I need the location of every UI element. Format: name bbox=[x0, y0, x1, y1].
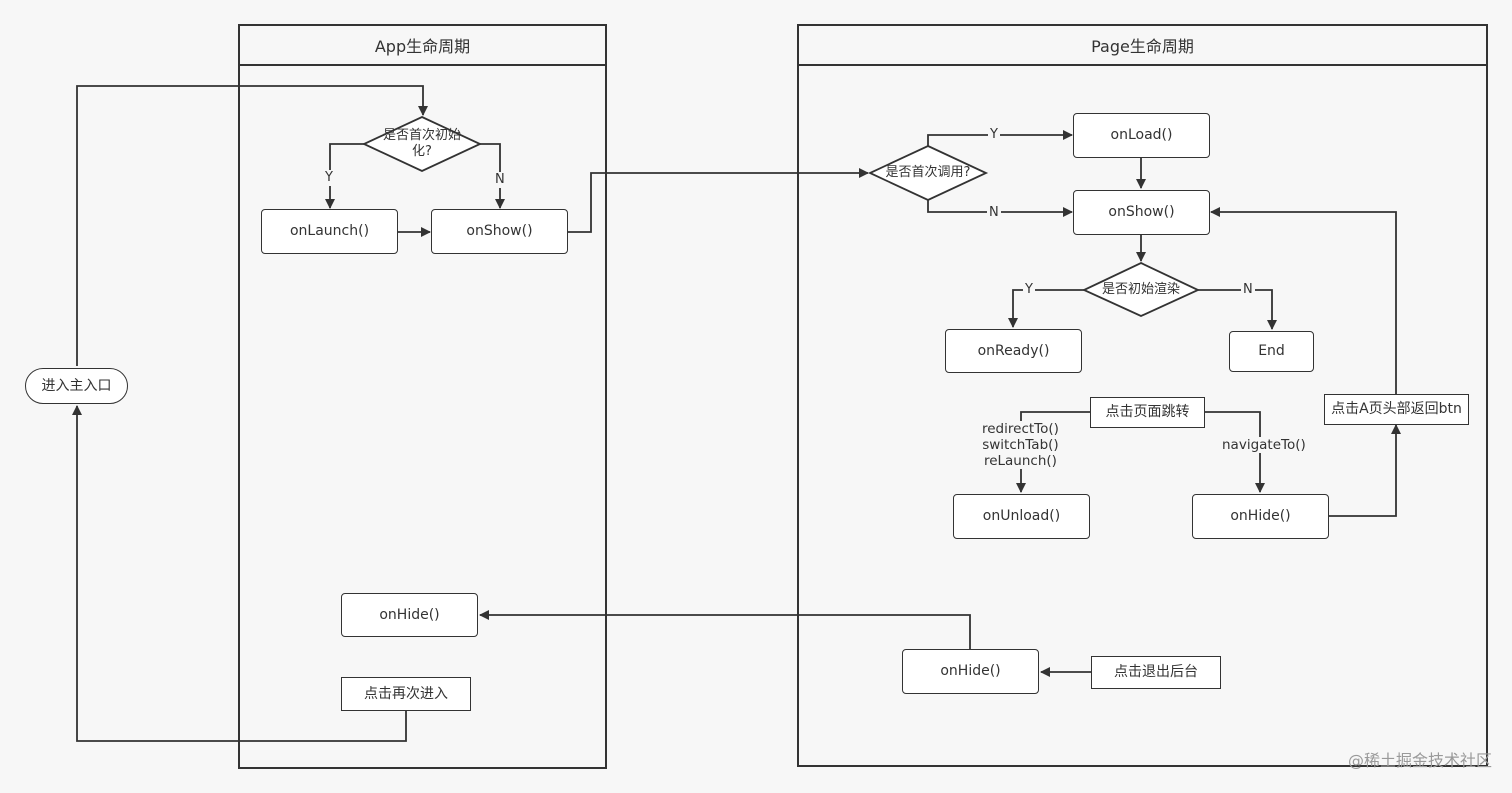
page-first-call-yes-label: Y bbox=[988, 127, 1000, 143]
reenter-to-entry-edge bbox=[72, 405, 407, 742]
page-onhide-navigate-node: onHide() bbox=[1192, 494, 1329, 539]
page-onunload-node: onUnload() bbox=[953, 494, 1090, 539]
click-exit-background-node: 点击退出后台 bbox=[1091, 656, 1221, 689]
page-onready-node: onReady() bbox=[945, 329, 1082, 373]
page-decision-yes-edge bbox=[927, 130, 1073, 146]
app-onhide-node: onHide() bbox=[341, 593, 478, 637]
app-onlaunch-node: onLaunch() bbox=[261, 209, 398, 254]
app-lane-title: App生命周期 bbox=[240, 26, 605, 66]
app-onshow-to-page-decision-edge bbox=[568, 168, 869, 233]
app-onshow-node: onShow() bbox=[431, 209, 568, 254]
render-yes-edge bbox=[1008, 289, 1084, 328]
entry-to-app-decision-edge bbox=[76, 85, 428, 366]
page-first-render-diamond bbox=[1081, 262, 1201, 317]
click-back-btn-node: 点击A页头部返回btn bbox=[1324, 394, 1469, 425]
navigate-navigateto-edge bbox=[1205, 411, 1265, 493]
click-navigate-node: 点击页面跳转 bbox=[1090, 397, 1205, 428]
redirect-methods-label: redirectTo() switchTab() reLaunch() bbox=[980, 421, 1061, 469]
page-first-call-no-label: N bbox=[987, 205, 1001, 221]
navigate-to-label: navigateTo() bbox=[1220, 437, 1308, 453]
page-first-call-decision: 是否首次调用? bbox=[885, 165, 971, 180]
render-yes-label: Y bbox=[1023, 282, 1035, 298]
app-yes-label: Y bbox=[323, 170, 335, 186]
render-no-label: N bbox=[1241, 282, 1255, 298]
render-no-edge bbox=[1198, 289, 1277, 330]
page-onhide-to-app-onhide-edge bbox=[479, 610, 971, 649]
page-onload-node: onLoad() bbox=[1073, 113, 1210, 158]
page-end-node: End bbox=[1229, 331, 1314, 372]
watermark: @稀土掘金技术社区 bbox=[1347, 751, 1492, 770]
app-first-init-diamond bbox=[361, 116, 483, 172]
page-onhide-background-node: onHide() bbox=[902, 649, 1039, 694]
click-reenter-node: 点击再次进入 bbox=[341, 677, 471, 711]
page-first-render-decision: 是否初始渲染 bbox=[1101, 282, 1180, 297]
page-lane-title: Page生命周期 bbox=[799, 26, 1486, 66]
app-no-label: N bbox=[493, 172, 507, 188]
onhide-to-back-btn-edge bbox=[1329, 424, 1401, 517]
app-first-init-decision: 是否首次初始化? bbox=[382, 128, 461, 159]
app-decision-yes-edge bbox=[325, 143, 364, 209]
back-btn-to-onshow-edge bbox=[1210, 207, 1397, 394]
page-decision-no-edge bbox=[927, 200, 1073, 217]
enter-main-entry-node: 进入主入口 bbox=[25, 368, 128, 404]
page-onshow-node: onShow() bbox=[1073, 190, 1210, 235]
